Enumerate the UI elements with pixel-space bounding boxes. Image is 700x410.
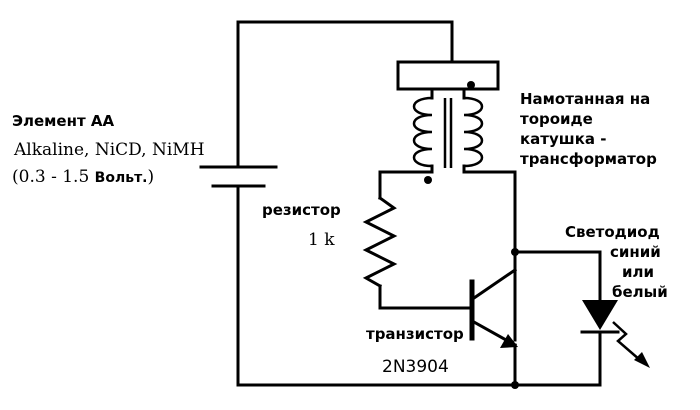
winding-outputs <box>378 170 517 342</box>
junction-dot-emitter <box>511 381 519 389</box>
battery-symbol <box>199 20 278 387</box>
resistor-name: резистор <box>262 201 341 219</box>
polarity-dot-secondary <box>467 81 475 89</box>
battery-voltage-close: ) <box>147 167 155 187</box>
resistor-value: 1 k <box>308 230 335 250</box>
battery-title: Элемент АА <box>12 112 115 130</box>
transistor-name: транзистор <box>366 325 464 343</box>
polarity-dot-primary <box>424 176 432 184</box>
secondary-winding <box>462 87 484 174</box>
transistor-symbol <box>469 267 518 387</box>
battery-voltage: (0.3 - 1.5 Вольт.) <box>12 168 154 187</box>
coil-label-line3: катушка - <box>520 130 607 148</box>
battery-chemistries: Alkaline, NiCD, NiMH <box>14 140 205 160</box>
battery-voltage-range: (0.3 - 1.5 <box>12 167 95 187</box>
transistor-part: 2N3904 <box>382 357 449 377</box>
coil-label-line1: Намотанная на <box>520 90 651 108</box>
transformer-core <box>443 98 453 168</box>
led-label-line2: синий <box>610 243 661 261</box>
led-label-line1: Светодиод <box>565 223 660 241</box>
coil-label-line2: тороиде <box>520 110 593 128</box>
battery-voltage-unit: Вольт. <box>94 170 148 186</box>
coil-label-line4: трансформатор <box>520 150 657 168</box>
top-wire <box>236 20 454 64</box>
primary-winding <box>412 87 434 174</box>
resistor-symbol <box>362 195 472 310</box>
led-label-line4: белый <box>612 283 668 301</box>
light-emission-arrow <box>612 321 650 368</box>
led-symbol <box>513 250 620 387</box>
transformer-frame <box>396 60 500 91</box>
led-label-line3: или <box>622 263 655 281</box>
